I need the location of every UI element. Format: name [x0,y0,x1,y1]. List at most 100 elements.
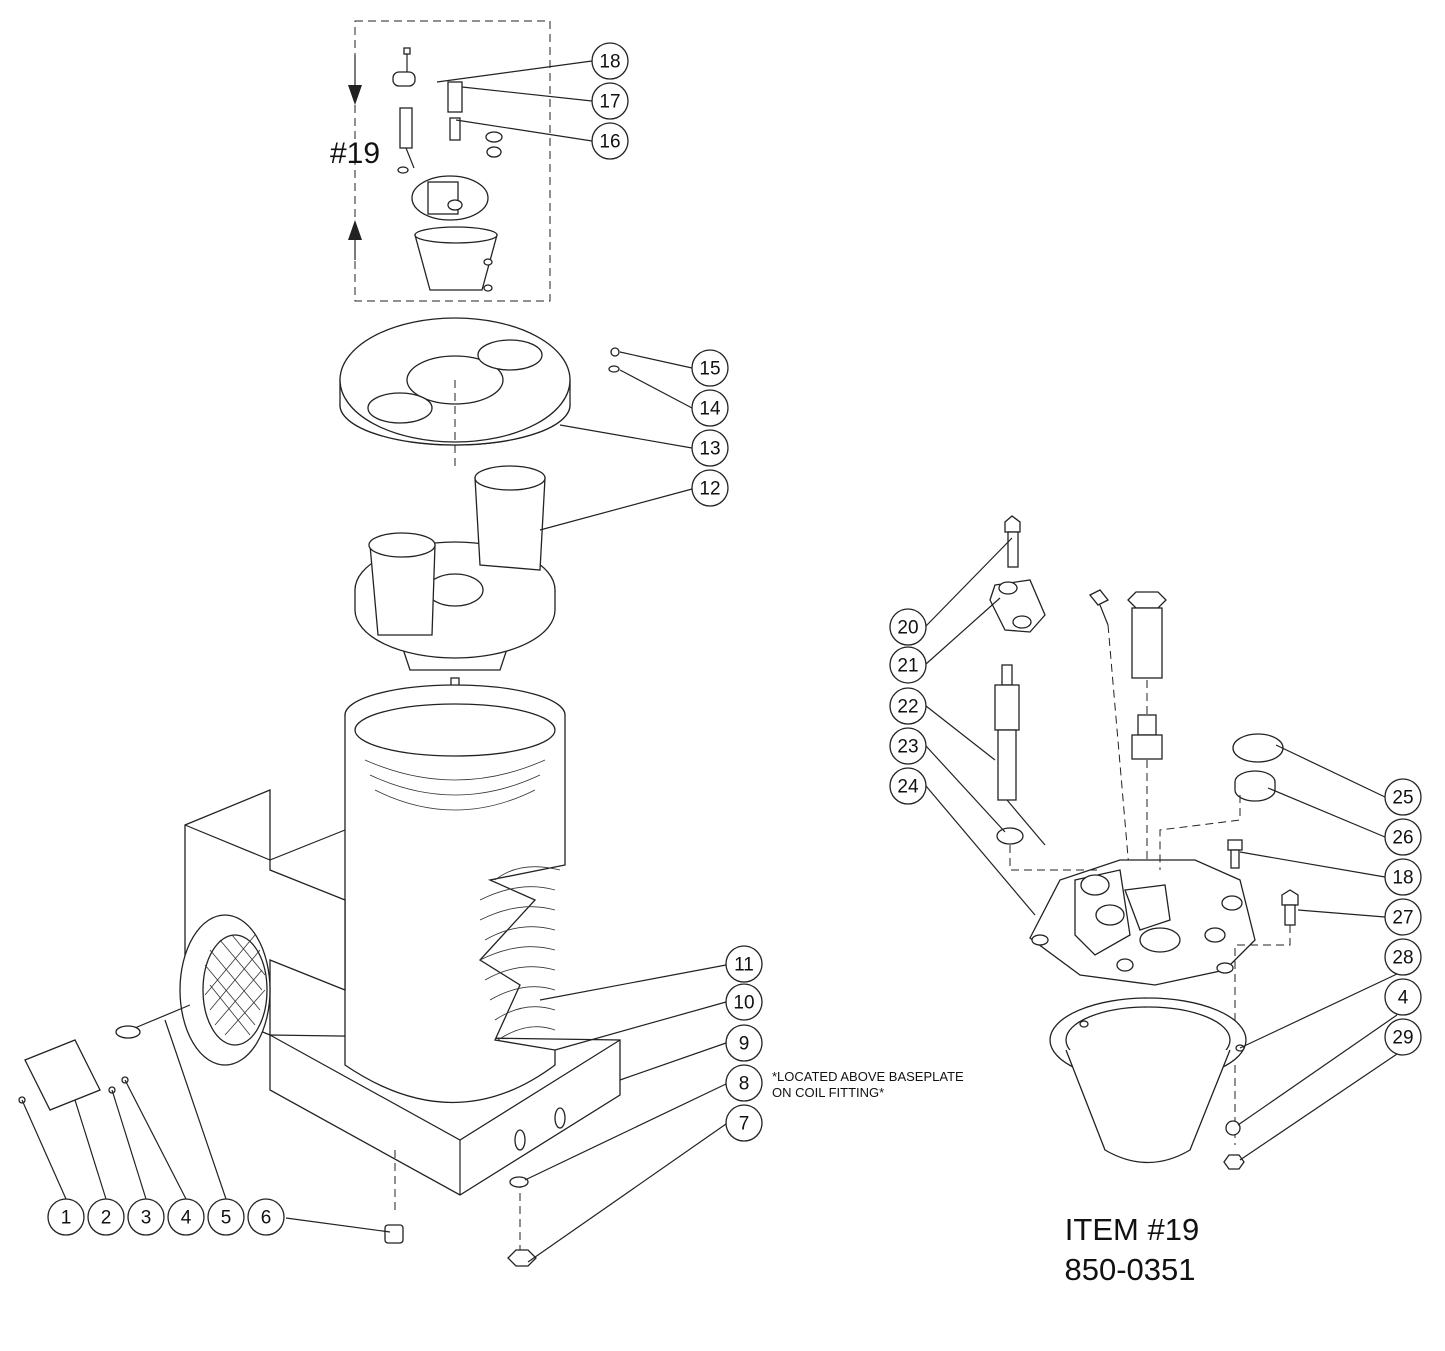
callout-number: 5 [221,1208,232,1229]
callout-number: 23 [897,737,918,758]
callout-number: 18 [1392,868,1413,889]
callout-24: 24 [889,767,927,805]
callout-4: 4 [167,1198,205,1236]
callout-circle [1384,1018,1422,1056]
callout-number: 9 [739,1034,750,1055]
inset-label: #19 [330,137,380,170]
location-note-line2: ON COIL FITTING* [772,1085,884,1100]
callout-18: 18 [591,42,629,80]
callout-20: 20 [889,608,927,646]
callout-number: 24 [897,777,919,798]
callout-13: 13 [691,429,729,467]
callout-18: 18 [1384,858,1422,896]
callout-circle [127,1198,165,1236]
callout-number: 10 [733,993,754,1014]
coil-hatching [364,759,561,1041]
callout-number: 3 [141,1208,152,1229]
callout-number: 29 [1392,1028,1413,1049]
callout-11: 11 [725,945,763,983]
callout-circle [1384,898,1422,936]
callout-number: 15 [699,359,720,380]
callout-29: 29 [1384,1018,1422,1056]
callout-circle [247,1198,285,1236]
callout-number: 18 [599,52,620,73]
callout-circle [167,1198,205,1236]
callout-circle [1384,778,1422,816]
callout-number: 16 [599,132,620,153]
callout-circle [591,122,629,160]
callout-circle [207,1198,245,1236]
callout-circle [1384,818,1422,856]
callout-circle [889,608,927,646]
item-19-detail [989,515,1299,1170]
callout-12: 12 [691,469,729,507]
callout-number: 4 [181,1208,192,1229]
callout-number: 13 [699,439,720,460]
callout-circle [1384,938,1422,976]
item-title-line2: 850-0351 [1064,1252,1195,1287]
callout-1: 1 [47,1198,85,1236]
callout-22: 22 [889,687,927,725]
callout-number: 14 [699,399,721,420]
callout-26: 26 [1384,818,1422,856]
callout-circle [725,1024,763,1062]
callout-circle [591,82,629,120]
blower-grille [204,934,266,1036]
leader-lines [21,60,1398,1263]
callout-17: 17 [591,82,629,120]
callout-number: 20 [897,618,918,639]
callout-number: 2 [101,1208,112,1229]
callout-23: 23 [889,727,927,765]
callout-4: 4 [1384,978,1422,1016]
callout-21: 21 [889,646,927,684]
callout-number: 6 [261,1208,272,1229]
callout-number: 11 [734,955,754,976]
callout-15: 15 [691,349,729,387]
flue-collector-12 [354,465,556,671]
callout-circle [47,1198,85,1236]
callout-3: 3 [127,1198,165,1236]
callout-circle [691,389,729,427]
callout-number: 25 [1392,788,1413,809]
callout-number: 4 [1398,988,1409,1009]
callout-number: 27 [1392,908,1413,929]
callout-circle [889,687,927,725]
callout-number: 12 [699,479,720,500]
callout-circle [725,1104,763,1142]
callout-number: 1 [61,1208,72,1229]
callout-number: 7 [739,1114,750,1135]
callout-7: 7 [725,1104,763,1142]
callout-circle [591,42,629,80]
callout-28: 28 [1384,938,1422,976]
callout-10: 10 [725,983,763,1021]
callout-number: 17 [599,92,620,113]
inset-19-box: #19 [330,20,551,302]
callout-14: 14 [691,389,729,427]
callout-circle [1384,978,1422,1016]
callout-circle [889,767,927,805]
small-parts-left [18,347,620,1267]
callout-circle [691,349,729,387]
callout-6: 6 [247,1198,285,1236]
callout-number: 26 [1392,828,1413,849]
callout-5: 5 [207,1198,245,1236]
callout-number: 8 [739,1074,750,1095]
callout-25: 25 [1384,778,1422,816]
inset-mini-assembly [392,47,503,292]
callout-number: 22 [897,697,918,718]
blower-housing [179,789,346,1066]
callout-2: 2 [87,1198,125,1236]
callout-9: 9 [725,1024,763,1062]
callout-circle [87,1198,125,1236]
location-note-line1: *LOCATED ABOVE BASEPLATE [772,1069,964,1084]
callout-circle [725,1064,763,1102]
callout-8: 8 [725,1064,763,1102]
callout-circle [889,727,927,765]
callout-circle [691,469,729,507]
callout-16: 16 [591,122,629,160]
callout-circle [889,646,927,684]
callout-number: 21 [897,656,918,677]
callout-circle [1384,858,1422,896]
